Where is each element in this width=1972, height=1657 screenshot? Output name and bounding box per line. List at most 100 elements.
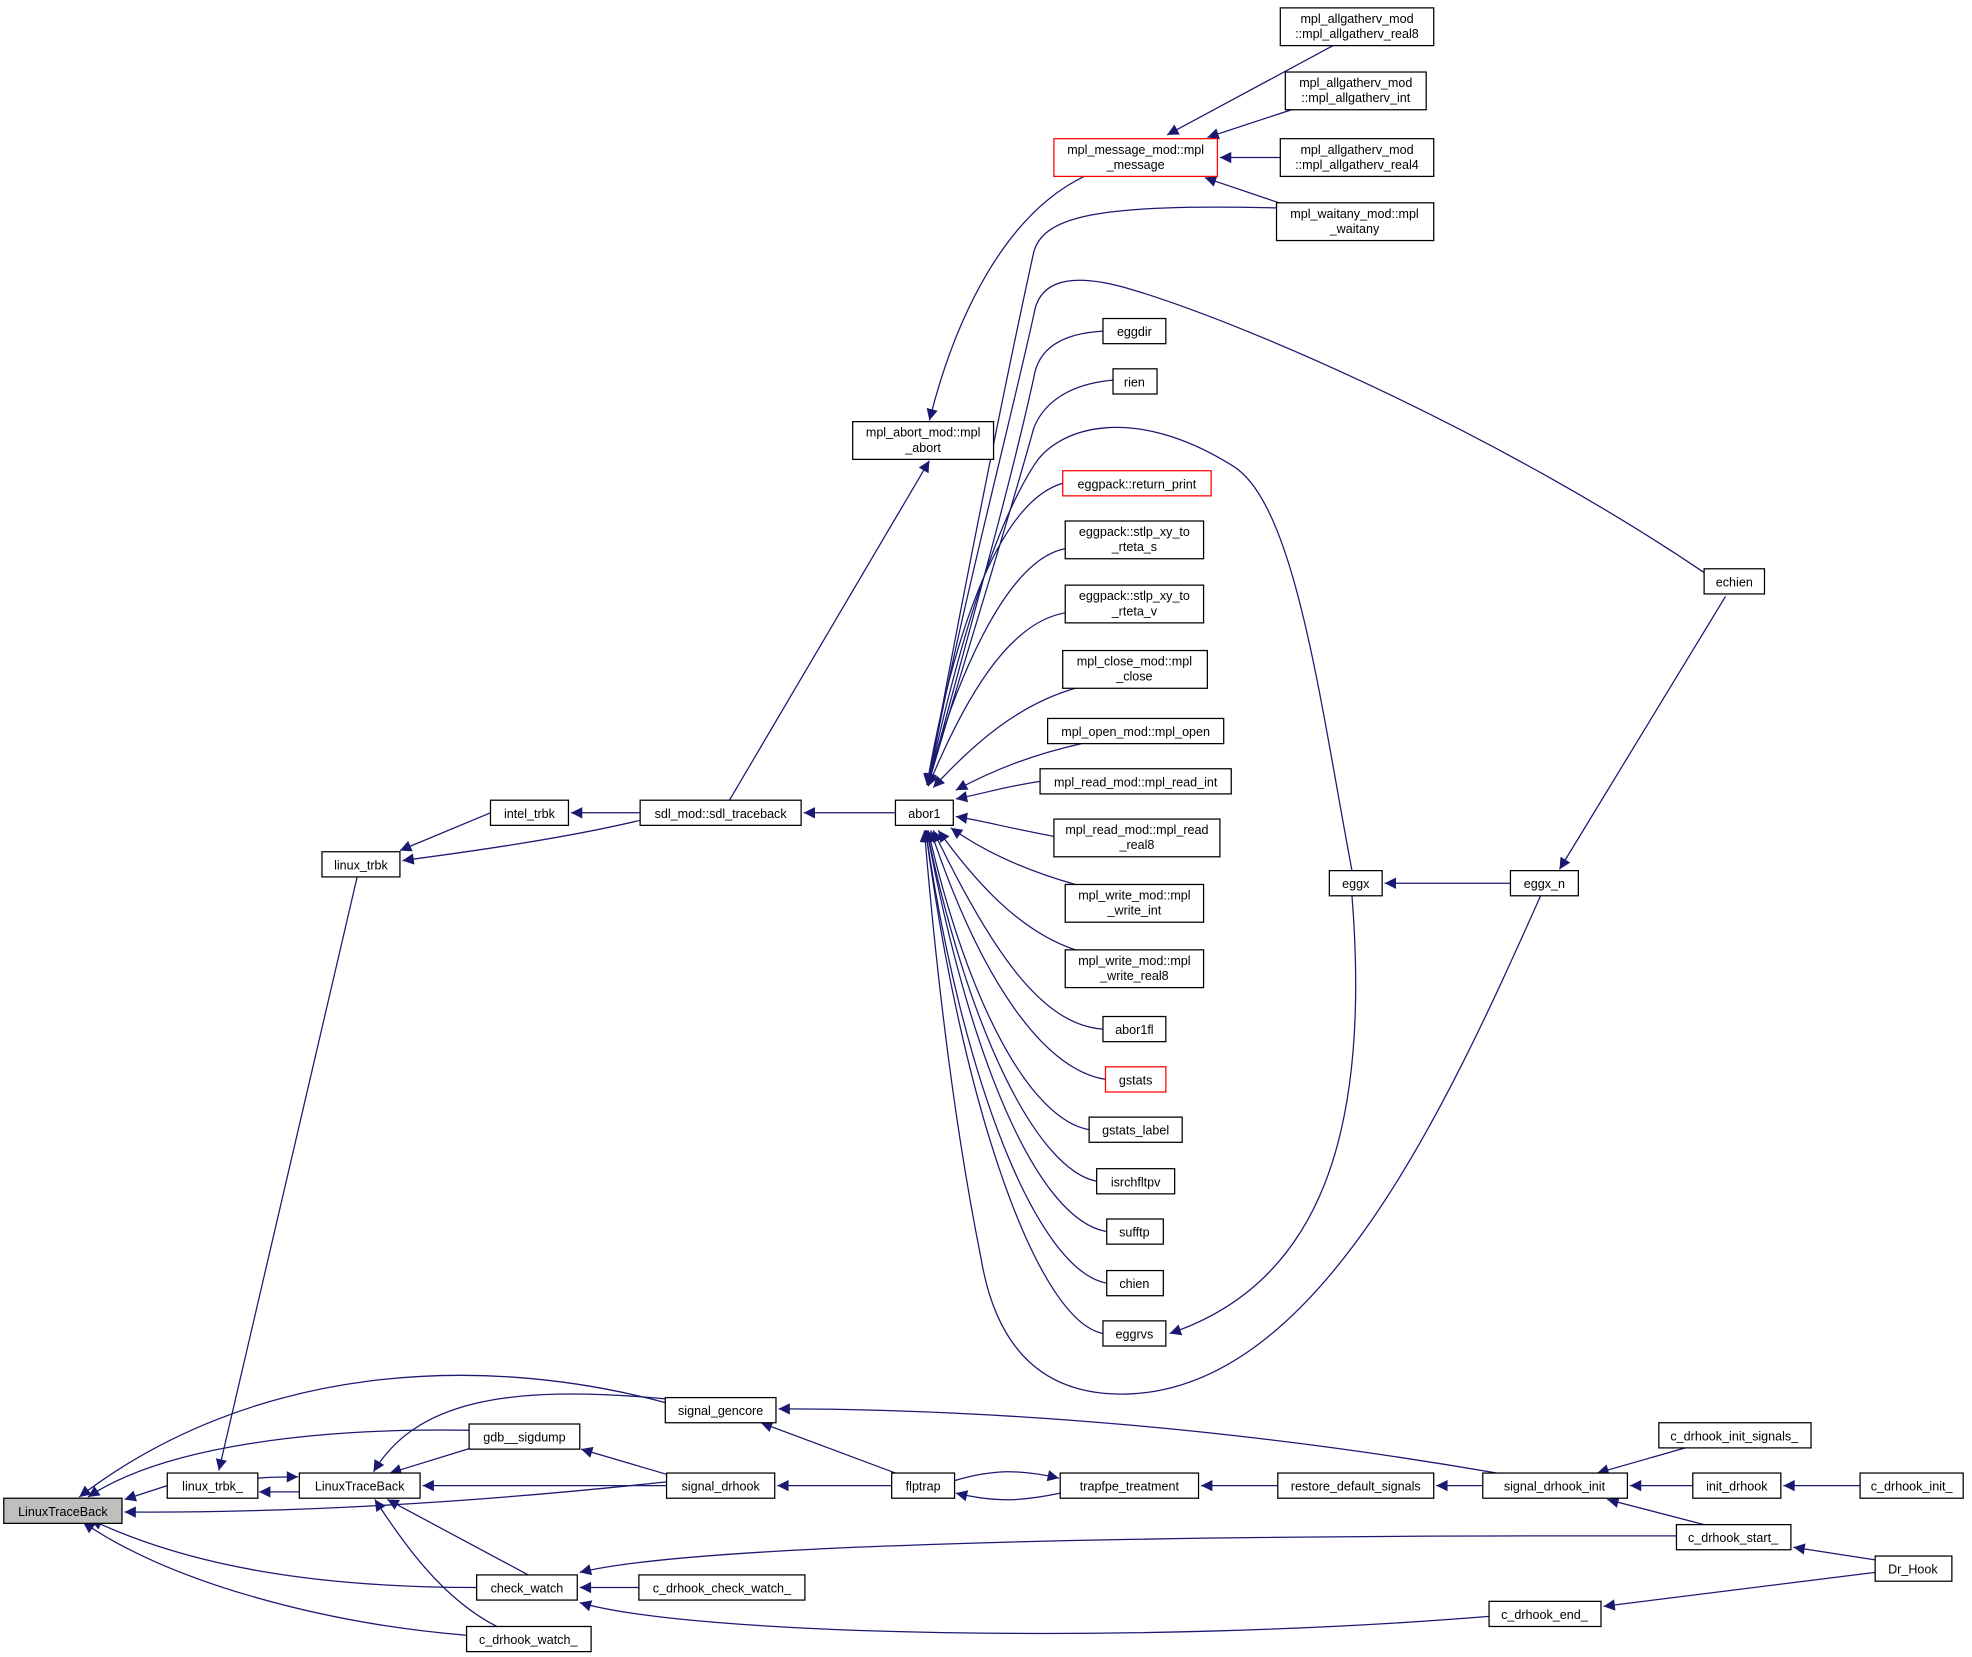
edge bbox=[921, 830, 1104, 1335]
edge bbox=[87, 1429, 470, 1498]
node-label: abor1fl bbox=[1115, 1023, 1153, 1037]
edge bbox=[955, 780, 1041, 803]
node-label: c_drhook_check_watch_ bbox=[653, 1582, 792, 1596]
edge bbox=[927, 612, 1066, 787]
node-signal-gencore[interactable]: signal_gencore bbox=[664, 1396, 777, 1424]
node-mpl-read-real8[interactable]: mpl_read_mod::mpl_read_real8 bbox=[1053, 818, 1221, 858]
node-eggx-n[interactable]: eggx_n bbox=[1509, 870, 1579, 897]
node-c-drhook-end[interactable]: c_drhook_end_ bbox=[1488, 1600, 1602, 1628]
edge bbox=[124, 1485, 168, 1502]
edge bbox=[923, 482, 1063, 786]
node-mpl-read-int[interactable]: mpl_read_mod::mpl_read_int bbox=[1039, 768, 1232, 795]
node-return-print[interactable]: eggpack::return_print bbox=[1062, 470, 1212, 497]
node-init-drhook[interactable]: init_drhook bbox=[1692, 1472, 1782, 1499]
node-check-watch[interactable]: check_watch bbox=[476, 1574, 578, 1601]
edge bbox=[925, 330, 1103, 786]
node-mpl-abort[interactable]: mpl_abort_mod::mpl_abort bbox=[852, 421, 995, 461]
node-c-drhook-start[interactable]: c_drhook_start_ bbox=[1675, 1523, 1792, 1551]
node-linuxtraceback-root[interactable]: LinuxTraceBack bbox=[3, 1497, 123, 1524]
node-gstats-label[interactable]: gstats_label bbox=[1088, 1116, 1183, 1143]
node-label: intel_trbk bbox=[504, 807, 556, 821]
node-c-drhook-check-watch[interactable]: c_drhook_check_watch_ bbox=[638, 1574, 806, 1601]
node-chien[interactable]: chien bbox=[1106, 1269, 1164, 1297]
node-mpl-write-int[interactable]: mpl_write_mod::mpl_write_int bbox=[1064, 883, 1205, 923]
node-linux-trbk-underscore[interactable]: linux_trbk_ bbox=[166, 1472, 259, 1499]
edge bbox=[579, 1535, 1677, 1576]
node-allgatherv-real8[interactable]: mpl_allgatherv_mod::mpl_allgatherv_real8 bbox=[1279, 7, 1435, 47]
edge bbox=[580, 1446, 667, 1475]
edge bbox=[1607, 1496, 1705, 1526]
edge bbox=[760, 1421, 896, 1474]
node-allgatherv-real4[interactable]: mpl_allgatherv_mod::mpl_allgatherv_real4 bbox=[1279, 138, 1435, 178]
node-signal-drhook[interactable]: signal_drhook bbox=[665, 1472, 776, 1499]
node-label: sdl_mod::sdl_traceback bbox=[655, 807, 788, 821]
node-c-drhook-watch[interactable]: c_drhook_watch_ bbox=[465, 1625, 592, 1653]
edge bbox=[924, 548, 1066, 786]
node-mpl-message[interactable]: mpl_message_mod::mpl_message bbox=[1053, 138, 1219, 178]
node-label: _rteta_s bbox=[1111, 540, 1157, 554]
node-trapfpe-treatment[interactable]: trapfpe_treatment bbox=[1059, 1472, 1200, 1499]
node-allgatherv-int[interactable]: mpl_allgatherv_mod::mpl_allgatherv_int bbox=[1284, 71, 1427, 111]
node-c-drhook-init-signals[interactable]: c_drhook_init_signals_ bbox=[1658, 1422, 1812, 1449]
node-mpl-close[interactable]: mpl_close_mod::mpl_close bbox=[1062, 649, 1208, 689]
edge bbox=[1597, 1447, 1686, 1476]
node-sdl-traceback[interactable]: sdl_mod::sdl_traceback bbox=[639, 799, 802, 826]
node-linuxtraceback[interactable]: LinuxTraceBack bbox=[298, 1472, 421, 1499]
node-label: _rteta_v bbox=[1111, 604, 1158, 618]
node-label: eggpack::return_print bbox=[1078, 477, 1197, 491]
node-label: mpl_write_mod::mpl bbox=[1078, 889, 1190, 903]
edge bbox=[78, 1374, 666, 1498]
node-label: mpl_abort_mod::mpl bbox=[866, 426, 981, 440]
node-label: _waitany bbox=[1329, 222, 1380, 236]
node-eggrvs[interactable]: eggrvs bbox=[1102, 1320, 1167, 1347]
node-eggdir[interactable]: eggdir bbox=[1102, 317, 1167, 345]
node-label: eggpack::stlp_xy_to bbox=[1079, 525, 1190, 539]
node-label: linux_trbk bbox=[334, 858, 388, 872]
node-c-drhook-init[interactable]: c_drhook_init_ bbox=[1859, 1472, 1964, 1499]
node-label: ::mpl_allgatherv_int bbox=[1301, 91, 1410, 105]
node-echien[interactable]: echien bbox=[1703, 568, 1766, 595]
node-stlp-v[interactable]: eggpack::stlp_xy_to_rteta_v bbox=[1064, 584, 1205, 624]
edge bbox=[924, 426, 1353, 871]
node-restore-default-signals[interactable]: restore_default_signals bbox=[1277, 1472, 1435, 1499]
node-label: LinuxTraceBack bbox=[18, 1505, 108, 1519]
node-label: c_drhook_init_ bbox=[1871, 1480, 1954, 1494]
node-label: _write_int bbox=[1107, 904, 1162, 918]
edge bbox=[579, 1600, 1490, 1635]
node-label: mpl_allgatherv_mod bbox=[1299, 76, 1412, 90]
node-label: isrchfltpv bbox=[1111, 1175, 1161, 1189]
edge bbox=[1169, 895, 1357, 1336]
node-abor1[interactable]: abor1 bbox=[894, 799, 954, 826]
node-label: eggx_n bbox=[1524, 877, 1565, 891]
node-label: eggpack::stlp_xy_to bbox=[1079, 589, 1190, 603]
node-abor1fl[interactable]: abor1fl bbox=[1102, 1015, 1167, 1043]
edge bbox=[1558, 596, 1727, 870]
node-label: _real8 bbox=[1118, 838, 1154, 852]
edge bbox=[921, 830, 1107, 1284]
edge bbox=[1204, 175, 1284, 205]
edge bbox=[778, 1403, 1497, 1474]
node-linux-trbk[interactable]: linux_trbk bbox=[321, 851, 401, 878]
node-gstats[interactable]: gstats bbox=[1104, 1066, 1167, 1093]
node-label: c_drhook_watch_ bbox=[479, 1633, 578, 1647]
node-label: mpl_open_mod::mpl_open bbox=[1061, 725, 1210, 739]
node-mpl-write-real8[interactable]: mpl_write_mod::mpl_write_real8 bbox=[1064, 949, 1205, 989]
node-intel-trbk[interactable]: intel_trbk bbox=[489, 799, 570, 826]
node-gdb-sigdump[interactable]: gdb__sigdump bbox=[468, 1423, 581, 1450]
node-label: mpl_allgatherv_mod bbox=[1300, 143, 1413, 157]
node-dr-hook[interactable]: Dr_Hook bbox=[1874, 1555, 1953, 1582]
node-label: sufftp bbox=[1119, 1226, 1150, 1240]
node-flptrap[interactable]: flptrap bbox=[891, 1472, 956, 1499]
node-sufftp[interactable]: sufftp bbox=[1106, 1218, 1164, 1245]
node-isrchfltpv[interactable]: isrchfltpv bbox=[1096, 1168, 1176, 1195]
node-signal-drhook-init[interactable]: signal_drhook_init bbox=[1482, 1472, 1629, 1499]
node-label: gdb__sigdump bbox=[483, 1431, 565, 1445]
edge bbox=[928, 830, 1106, 1081]
node-label: eggrvs bbox=[1116, 1327, 1154, 1341]
edge bbox=[954, 1470, 1060, 1482]
node-stlp-s[interactable]: eggpack::stlp_xy_to_rteta_s bbox=[1064, 520, 1205, 560]
node-mpl-open[interactable]: mpl_open_mod::mpl_open bbox=[1046, 717, 1225, 745]
node-mpl-waitany[interactable]: mpl_waitany_mod::mpl_waitany bbox=[1275, 202, 1435, 242]
node-eggx[interactable]: eggx bbox=[1328, 870, 1383, 897]
node-rien[interactable]: rien bbox=[1112, 368, 1158, 395]
